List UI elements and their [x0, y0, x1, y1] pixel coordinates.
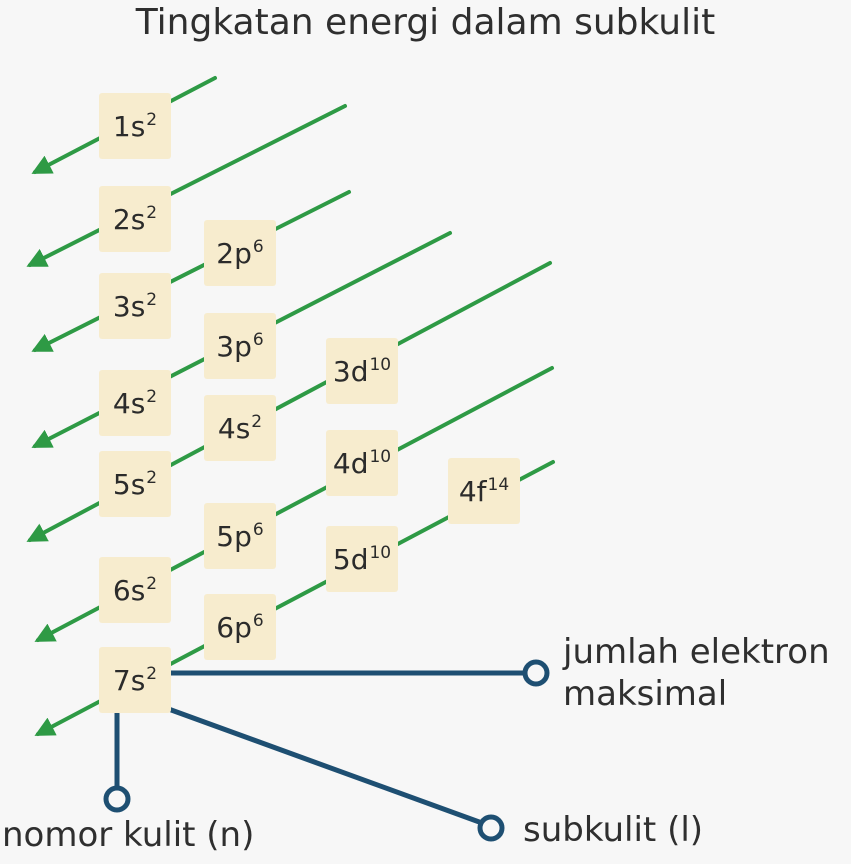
- label-shell-number: nomor kulit (n): [2, 815, 255, 855]
- filling-arrow-3: [31, 190, 351, 352]
- label-max-electrons: jumlah elektron maksimal: [563, 631, 830, 715]
- endpoint-subshell: [477, 814, 505, 842]
- label-subshell: subkulit (l): [523, 810, 704, 850]
- endpoint-shell-number: [103, 785, 131, 813]
- endpoint-max-electrons: [522, 659, 550, 687]
- label-max-electrons-line1: jumlah elektron: [563, 632, 830, 672]
- label-max-electrons-line2: maksimal: [563, 674, 728, 714]
- filling-arrow-2: [26, 104, 347, 267]
- connector-subshell: [151, 700, 483, 826]
- diagram-title: Tingkatan energi dalam subkulit: [135, 2, 716, 43]
